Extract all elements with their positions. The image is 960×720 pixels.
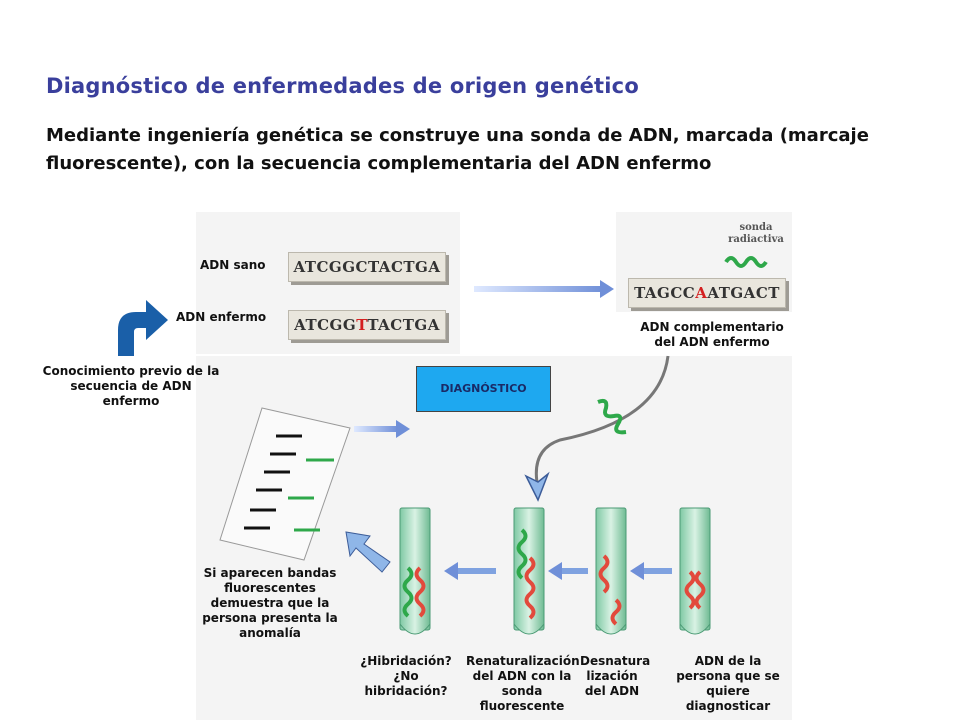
diagnostico-box: DIAGNÓSTICO bbox=[416, 366, 551, 412]
left-arrow-icon bbox=[444, 562, 496, 580]
label-adn-complementario: ADN complementario del ADN enfermo bbox=[640, 320, 784, 349]
label-hibridacion-line: ¿No hibridación? bbox=[364, 669, 448, 698]
label-adn-enfermo: ADN enfermo bbox=[176, 310, 267, 324]
sequence-enfermo: ATCGGTTACTGA bbox=[288, 310, 446, 340]
label-desnaturalizacion: Desnatura lización del ADN bbox=[580, 654, 651, 698]
mutation-base: T bbox=[356, 316, 368, 334]
sonda-probe-icon bbox=[724, 256, 768, 268]
label-sonda-line: sonda bbox=[739, 222, 773, 233]
right-arrow-icon bbox=[354, 420, 410, 438]
gel-bands-icon bbox=[219, 407, 351, 561]
label-hibridacion: ¿Hibridación?¿No hibridación? bbox=[350, 654, 462, 699]
sequence-part: TACTGA bbox=[367, 316, 440, 334]
label-adn-sano: ADN sano bbox=[200, 258, 266, 272]
mutation-base: A bbox=[695, 284, 708, 302]
label-adn-persona: ADN de la persona que se quiere diagnost… bbox=[676, 654, 780, 713]
label-renaturalizacion: Renaturalización del ADN con la sonda fl… bbox=[466, 654, 580, 713]
label-bandas: Si aparecen bandas fluorescentes demuest… bbox=[202, 566, 338, 640]
sequence-sano: ATCGGCTACTGA bbox=[288, 252, 446, 282]
probe-to-tube-arrow-icon bbox=[524, 355, 670, 502]
page-title: Diagnóstico de enfermedades de origen ge… bbox=[46, 74, 639, 98]
test-tube-hibridacion bbox=[399, 507, 431, 635]
label-hibridacion-line: ¿Hibridación? bbox=[360, 654, 452, 668]
left-arrow-icon bbox=[548, 562, 588, 580]
sequence-part: TAGCC bbox=[634, 284, 696, 302]
label-conocimiento-previo: Conocimiento previo de la secuencia de A… bbox=[42, 364, 220, 408]
left-arrow-icon bbox=[630, 562, 672, 580]
test-tube-renaturalizacion bbox=[513, 507, 545, 635]
sequence-complementaria: TAGCCAATGACT bbox=[628, 278, 786, 308]
label-sonda-line: radiactiva bbox=[728, 234, 784, 245]
right-arrow-icon bbox=[474, 280, 614, 298]
diagonal-arrow-icon bbox=[345, 531, 391, 573]
sequence-part: ATCGG bbox=[294, 316, 357, 334]
sequence-part: ATGACT bbox=[707, 284, 780, 302]
curved-up-arrow-icon bbox=[118, 300, 168, 356]
intro-text: Mediante ingeniería genética se construy… bbox=[46, 125, 869, 174]
test-tube-desnaturalizacion bbox=[595, 507, 627, 635]
floating-probe-icon bbox=[597, 398, 627, 435]
test-tube-adn-persona bbox=[679, 507, 711, 635]
